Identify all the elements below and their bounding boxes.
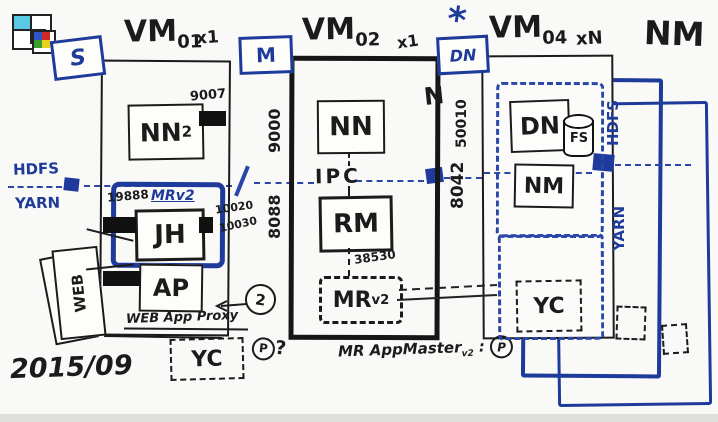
- nn-ipc-link: [348, 153, 350, 166]
- logo-mini-blue: [34, 32, 42, 40]
- logo-mini-yellow: [42, 40, 50, 48]
- nn2-connector: [199, 111, 226, 126]
- logo-cell-white: [14, 31, 32, 44]
- vm4-title: VM04: [489, 9, 568, 49]
- logo-cell-cyan: [14, 16, 32, 31]
- bus-break-slash: [234, 165, 250, 197]
- caption-sep: :: [478, 337, 486, 356]
- date-note: 2015/09: [9, 349, 134, 386]
- logo-mini-red: [42, 32, 50, 40]
- mr-to-yc-connector: [397, 284, 498, 301]
- jobhistory-box: JH: [134, 208, 206, 262]
- vm4-title-num: 04: [542, 27, 568, 49]
- vm1-yc-box: YC: [169, 337, 245, 381]
- hdfs-vertical-label: HDFS: [604, 99, 622, 147]
- rm-mr-link: [348, 248, 350, 276]
- yarn-vertical-label: YARN: [610, 205, 628, 251]
- mr-appmaster-caption: MR AppMasterv2 : P: [337, 334, 514, 364]
- fs-disk-label: FS: [569, 131, 589, 146]
- fs-disk-top: [563, 114, 594, 129]
- datanode-box: DN: [509, 98, 571, 154]
- mr-label: MR: [332, 287, 372, 313]
- vm1-multiplicity: x1: [195, 27, 220, 49]
- dn-port-50010: 50010: [454, 99, 470, 149]
- fs-disk-icon: FS: [563, 114, 595, 160]
- nn-port-9000: 9000: [265, 108, 284, 154]
- vm4-role-tag: DN: [436, 34, 490, 76]
- nn2-label: NN: [139, 117, 182, 147]
- vm4-yc-box: YC: [515, 279, 583, 333]
- p-question: ?: [273, 336, 288, 360]
- web-box-label: WEB: [67, 273, 90, 313]
- circled-p-icon: P: [250, 335, 277, 362]
- hdfs-bus-segment: [356, 180, 424, 182]
- web-box: WEB: [51, 245, 107, 341]
- namenode-box: NN: [316, 99, 386, 155]
- nodemanager-box: NM: [513, 163, 575, 209]
- n-count-label: N: [422, 81, 446, 111]
- scan-edge-bottom: [0, 414, 718, 422]
- nn2-port: 9007: [189, 86, 227, 105]
- vm4-title-text: VM: [488, 9, 543, 46]
- jh-right-connector: [199, 217, 213, 233]
- vm2-title-text: VM: [301, 11, 356, 48]
- page-tab-2: [660, 323, 690, 355]
- jh-left-connector: [103, 217, 136, 233]
- vm2-title: VM02: [302, 11, 381, 51]
- hdfs-bus-segment: [8, 186, 62, 188]
- vm1-p-note: P?: [250, 334, 288, 362]
- nm-group-title: NM: [643, 12, 706, 55]
- vm4-multiplicity: xN: [575, 27, 604, 50]
- ipc-rm-link: [348, 186, 350, 197]
- ap-left-connector: [103, 271, 140, 286]
- nn2-sub: 2: [181, 122, 193, 141]
- appproxy-box: AP: [138, 263, 204, 313]
- logo-cell-white: [32, 16, 46, 31]
- yarn-bus-label: YARN: [14, 193, 61, 213]
- logo-mini-green: [34, 40, 42, 48]
- ipc-label: IPC: [314, 163, 361, 189]
- vm1-role-tag: S: [49, 34, 107, 82]
- hdfs-bus-node: [63, 177, 80, 192]
- hdfs-bus-segment: [84, 185, 232, 187]
- resourcemanager-box: RM: [318, 195, 394, 253]
- vm1-title-text: VM: [123, 13, 178, 50]
- mr-sub: v2: [371, 292, 390, 308]
- rm-port-8088: 8088: [265, 194, 284, 240]
- vm2-role-tag: M: [238, 35, 294, 75]
- hdfs-bus-segment: [444, 177, 482, 179]
- caption-text: MR AppMaster: [337, 338, 462, 361]
- vm2-title-num: 02: [355, 29, 381, 51]
- hdfs-bus-segment: [615, 164, 691, 166]
- mrv2-region-label: MRv2: [151, 188, 195, 204]
- color-grid-logo: [12, 14, 56, 54]
- caption-sub: v2: [461, 348, 475, 360]
- vm1-title: VM01: [124, 13, 203, 53]
- page-tab-1: [615, 305, 647, 341]
- hdfs-bus-segment: [254, 182, 314, 184]
- vm2-multiplicity: x1: [395, 30, 420, 53]
- nm-port-8042: 8042: [448, 161, 468, 209]
- hdfs-bus-label: HDFS: [12, 159, 60, 179]
